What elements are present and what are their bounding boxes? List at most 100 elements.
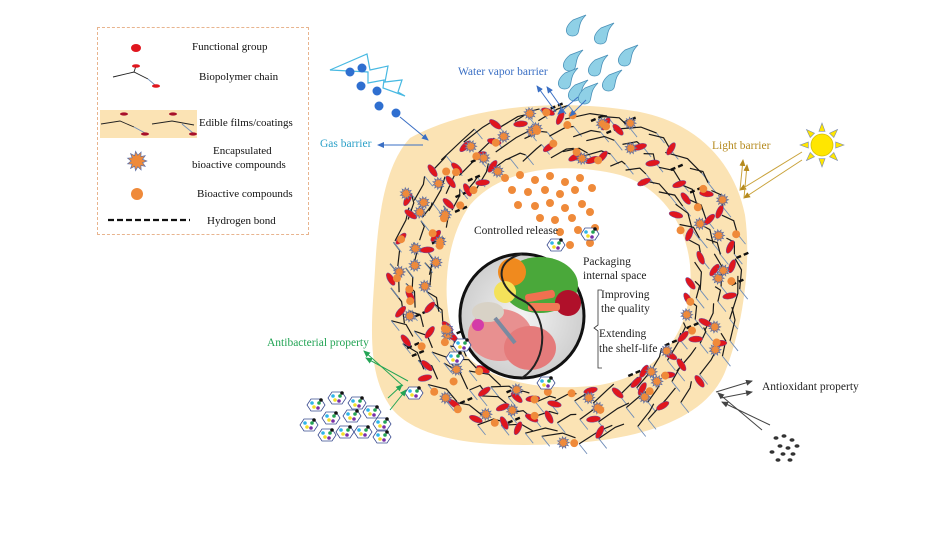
chain-branch — [390, 320, 400, 331]
encapsulated-compound — [479, 407, 493, 422]
chain-segment — [658, 191, 684, 207]
chain-branch — [424, 262, 434, 274]
encapsulated-compound — [418, 279, 432, 294]
hydrogen-bond — [627, 368, 643, 378]
functional-group — [688, 335, 703, 343]
encapsulated-compound — [431, 176, 446, 191]
chain-segment — [648, 133, 671, 150]
chain-segment — [647, 387, 676, 420]
bioactive-compound — [530, 411, 539, 420]
encapsulated-compound — [477, 151, 491, 165]
hydrogen-bond — [411, 348, 427, 358]
functional-group — [427, 164, 438, 177]
bacterium-icon — [362, 405, 382, 419]
sun-ray — [805, 151, 816, 162]
chain-segment — [469, 384, 484, 391]
chain-segment — [729, 306, 736, 342]
encapsulated-compound — [449, 362, 464, 377]
antioxidant-arrows — [715, 379, 771, 431]
chain-branch — [628, 126, 638, 138]
chain-branch — [667, 360, 676, 371]
chain-segment — [734, 258, 743, 290]
bacterium-icon — [546, 238, 566, 252]
encapsulated-compound — [464, 139, 478, 154]
chain-branch — [578, 443, 588, 455]
chain-branch — [508, 412, 518, 424]
released-bioactive — [574, 226, 582, 234]
chain-segment — [506, 152, 526, 161]
chain-branch — [642, 146, 652, 158]
released-bioactive — [556, 190, 564, 198]
chain-branch — [739, 288, 749, 300]
chain-branch — [579, 419, 589, 430]
released-bioactive — [546, 172, 554, 180]
bioactive-compound — [732, 230, 741, 239]
functional-group — [612, 123, 624, 136]
bioactive-compound — [687, 326, 696, 335]
encapsulated-compound — [582, 390, 596, 405]
gas-arrow-in — [399, 116, 429, 141]
released-bioactive — [586, 239, 594, 247]
encapsulated-compound — [644, 364, 659, 379]
chain-branch — [420, 220, 430, 231]
chain-segment — [479, 395, 510, 407]
functional-group — [499, 416, 509, 430]
functional-group — [417, 374, 433, 382]
encapsulated-compound — [408, 258, 422, 273]
free-radical — [775, 458, 781, 462]
legend-label-encapsulated-1: Encapsulated — [213, 145, 272, 157]
bioactive-compound — [661, 371, 670, 380]
functional-group — [424, 326, 435, 339]
chain-branch — [425, 291, 435, 302]
legend-label-edible-films: Edible films/coatings — [199, 117, 293, 129]
sun-ray — [818, 122, 826, 132]
functional-group — [637, 382, 647, 396]
chain-segment — [643, 153, 656, 163]
encapsulated-compound — [708, 320, 722, 334]
bacterium-icon — [580, 227, 600, 241]
bacterium-icon — [321, 411, 341, 425]
chain-branch — [390, 287, 400, 299]
encapsulated-compound — [575, 151, 589, 166]
chain-segment — [522, 144, 542, 162]
encapsulated-compound — [716, 263, 731, 278]
functional-group — [725, 240, 735, 254]
free-radical — [777, 444, 783, 448]
released-bioactive — [561, 178, 569, 186]
legend-label-functional-group: Functional group — [192, 41, 268, 53]
chain-branch — [704, 330, 714, 342]
functional-group — [696, 251, 705, 265]
antioxidant-label: Antioxidant property — [762, 381, 859, 393]
antibacterial-arrows — [363, 350, 409, 411]
sun-ray — [828, 128, 839, 139]
functional-group — [694, 375, 705, 388]
sun-ray — [835, 141, 845, 149]
chain-segment — [714, 286, 722, 302]
chain-branch — [610, 153, 619, 165]
extending-label-2: the shelf-life — [599, 343, 658, 355]
legend-label-hydrogen-bond: Hydrogen bond — [207, 215, 276, 227]
yin-yang-divider — [500, 253, 544, 379]
legend-icons — [100, 44, 197, 222]
bioactive-compound — [428, 229, 437, 238]
chain-segment — [562, 147, 588, 154]
bacterium-icon — [536, 376, 556, 390]
water-drop — [557, 67, 579, 90]
water-drop — [587, 54, 609, 77]
chain-segment — [675, 203, 693, 231]
released-bioactive — [571, 186, 579, 194]
chain-segment — [409, 310, 424, 328]
chain-branch — [694, 319, 704, 330]
functional-group — [685, 277, 696, 290]
functional-group — [722, 292, 737, 300]
functional-group — [685, 227, 694, 242]
encapsulated-compound — [491, 164, 505, 179]
free-radical — [789, 438, 795, 442]
chain-segment — [680, 183, 697, 203]
released-bioactive — [531, 202, 539, 210]
free-radical — [780, 452, 786, 456]
chain-branch — [699, 343, 709, 354]
functional-group — [595, 425, 605, 439]
legend-label-encapsulated-2: bioactive compounds — [192, 159, 286, 171]
